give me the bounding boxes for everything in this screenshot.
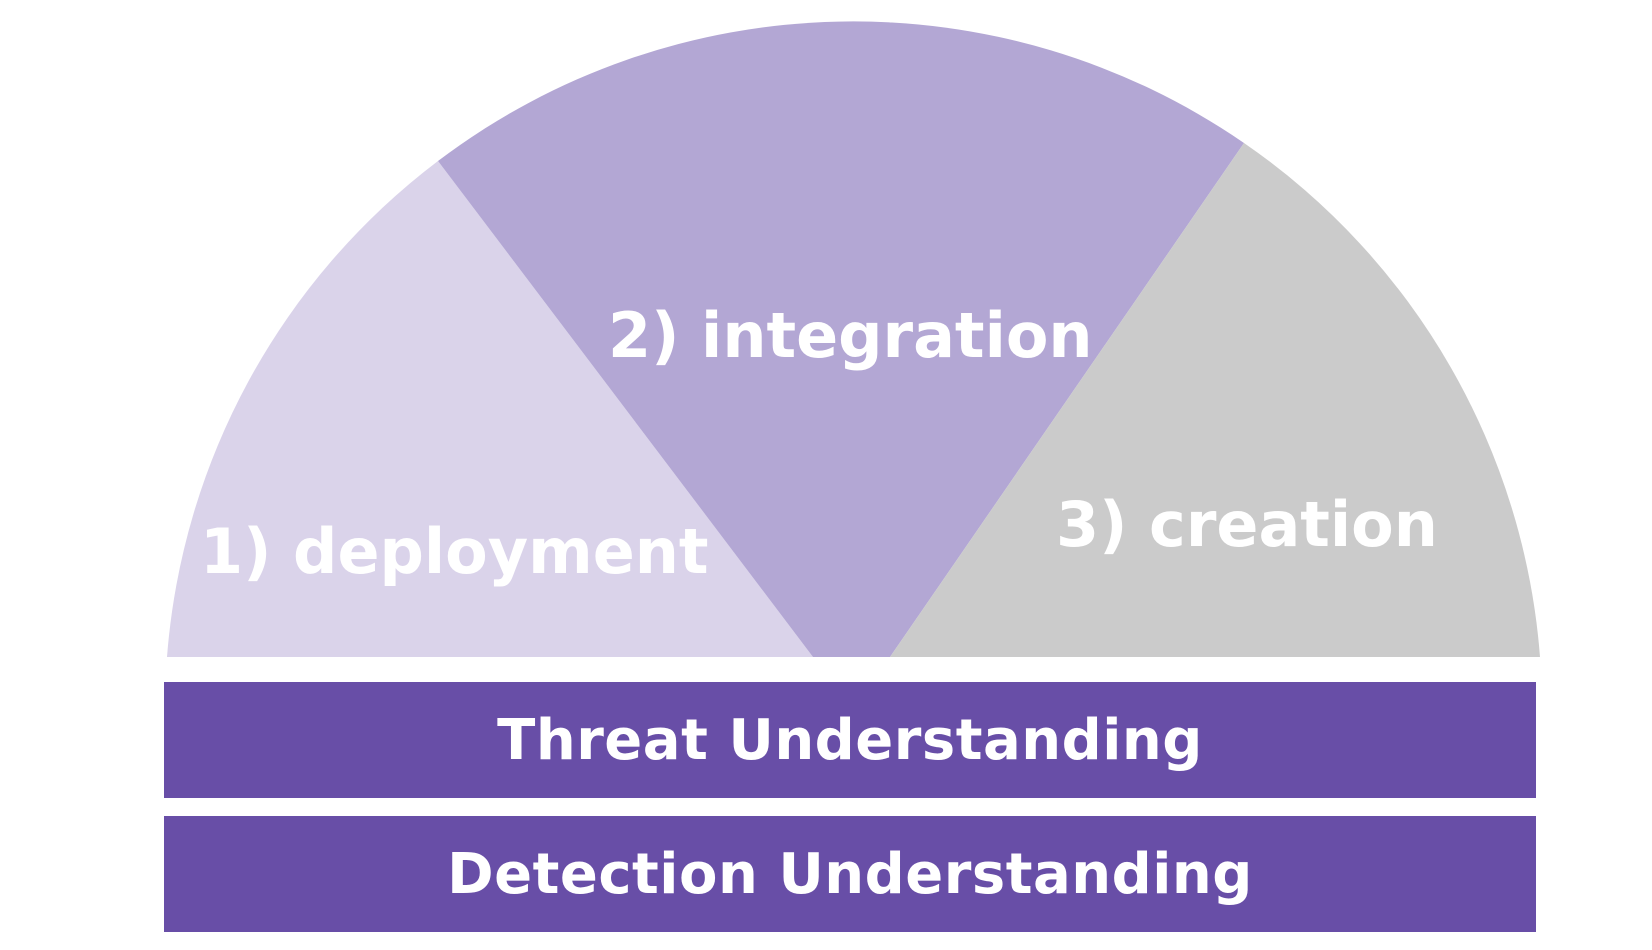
segment-creation bbox=[890, 143, 1540, 657]
segment-label-creation: 3) creation bbox=[1056, 488, 1438, 561]
segment-deployment bbox=[167, 161, 813, 657]
detection-understanding-label: Detection Understanding bbox=[447, 841, 1253, 907]
threat-understanding-label: Threat Understanding bbox=[497, 707, 1203, 773]
segment-label-integration: 2) integration bbox=[608, 299, 1093, 372]
segment-integration bbox=[438, 21, 1244, 657]
segment-label-deployment: 1) deployment bbox=[200, 515, 709, 588]
detection-understanding-bar: Detection Understanding bbox=[164, 816, 1536, 932]
threat-understanding-bar: Threat Understanding bbox=[164, 682, 1536, 798]
